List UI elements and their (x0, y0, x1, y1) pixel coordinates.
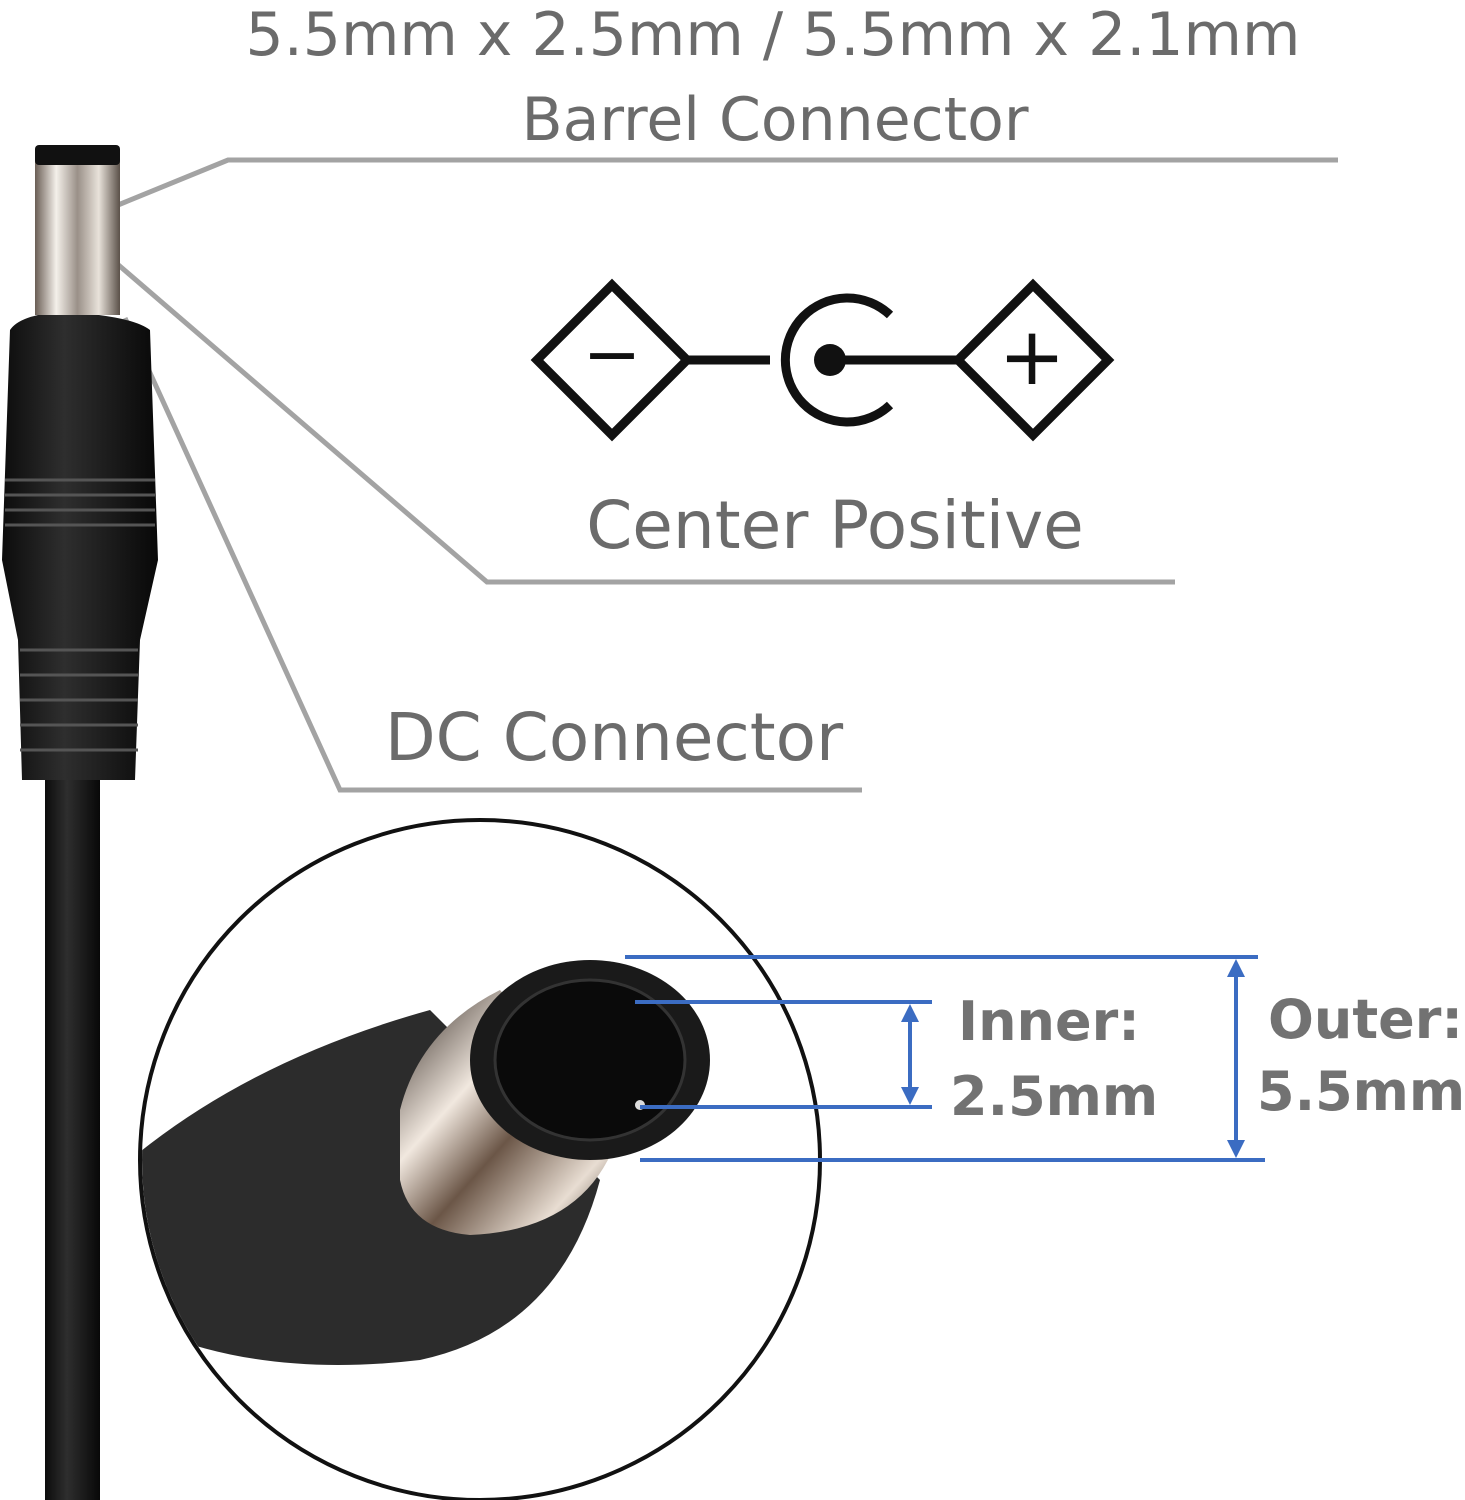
leader-lines (113, 157, 1338, 793)
title-line-1: 5.5mm x 2.5mm / 5.5mm x 2.1mm (246, 0, 1301, 70)
dc-connector-leader-line (122, 316, 862, 793)
dc-plug-illustration (2, 145, 158, 1500)
plug-closeup (138, 818, 822, 1500)
negative-symbol: − (583, 313, 642, 395)
barrel-leader-line (117, 157, 1338, 208)
inner-value: 2.5mm (950, 1065, 1158, 1128)
polarity-label: Center Positive (586, 487, 1084, 564)
dimension-lines (625, 955, 1265, 1162)
outer-value: 5.5mm (1257, 1060, 1465, 1123)
outer-label: Outer: (1268, 988, 1463, 1051)
center-pin-dot (814, 344, 846, 376)
positive-symbol: + (998, 310, 1065, 403)
center-positive-polarity-icon (530, 278, 1115, 442)
title-line-2: Barrel Connector (521, 85, 1028, 155)
dc-connector-label: DC Connector (385, 699, 844, 776)
inner-label: Inner: (958, 990, 1140, 1053)
polarity-leader-line (113, 260, 1175, 585)
